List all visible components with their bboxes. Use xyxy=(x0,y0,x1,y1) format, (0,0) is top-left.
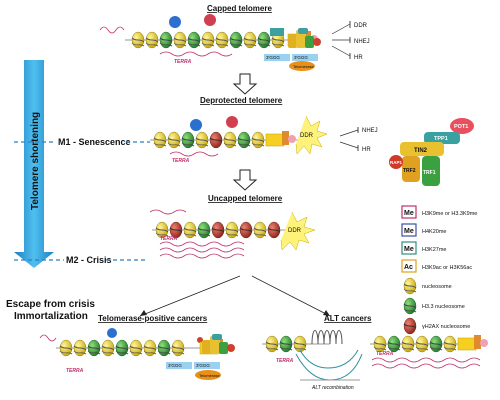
legend-nuc-3: γH2AX nucleosome xyxy=(422,324,470,330)
trf1-label: TRF1 xyxy=(423,170,436,176)
legend-nucleosome: nucleosome xyxy=(403,277,452,295)
trf2-label: TRF2 xyxy=(403,168,416,174)
tp-repeat-1: 3'GGG xyxy=(168,363,182,368)
legend-text-3: H3K27me xyxy=(422,247,446,253)
rap1-label: RAP1 xyxy=(390,160,403,165)
legend-nuc-2: H3.3 nucleosome xyxy=(422,304,465,310)
capped-nhej: NHEJ xyxy=(354,39,370,45)
tin2-label: TIN2 xyxy=(414,148,428,154)
telomere-shortening-arrow: Telomere shortening xyxy=(14,60,54,268)
branch-arrow-left xyxy=(139,275,241,317)
tp-repeat-2: 3'GGG xyxy=(196,363,210,368)
capped-hr: HR xyxy=(354,55,363,61)
uncapped-telomere: Uncapped telomere DDR TERRA xyxy=(149,194,316,259)
shortening-label: Telomere shortening xyxy=(30,112,41,210)
legend: Me H3K9me or H3.3K9me Me H4K20me Me H3K2… xyxy=(401,205,477,335)
escape-line2: Immortalization xyxy=(14,311,88,322)
shelterin-complex: POT1 TPP1 TIN2 TRF2 TRF1 RAP1 xyxy=(389,118,474,186)
telomerase-positive-title: Telomerase-positive cancers xyxy=(98,314,208,323)
telomerase-positive-cancers: Telomerase-positive cancers TERRA 3'GGG … xyxy=(39,314,235,380)
legend-tag-2: Me xyxy=(404,228,414,235)
capped-repeat-1: 3'GGG xyxy=(266,55,280,60)
legend-item-h3k9me: Me H3K9me or H3.3K9me xyxy=(401,205,477,219)
legend-text-4: H3K9ac or H3K56ac xyxy=(422,265,472,271)
legend-text-2: H4K20me xyxy=(422,229,446,235)
legend-gh2ax-nucleosome: γH2AX nucleosome xyxy=(403,317,470,335)
alt-title: ALT cancers xyxy=(324,314,372,323)
alt-cancers: ALT cancers TERRA ALT recombination TERR… xyxy=(262,314,489,391)
legend-h33-nucleosome: H3.3 nucleosome xyxy=(403,297,465,315)
capped-title: Capped telomere xyxy=(207,4,272,13)
uncapped-title: Uncapped telomere xyxy=(208,194,283,203)
capped-ddr: DDR xyxy=(354,23,368,29)
down-arrow-1 xyxy=(232,73,258,95)
alt-terra-right: TERRA xyxy=(376,351,394,357)
deprotected-title: Deprotected telomere xyxy=(200,96,283,105)
m2-marker: M2 - Crisis xyxy=(14,255,148,265)
capped-telomere: Capped telomere TERRA 3'GGG 3'GGG Telome… xyxy=(99,4,370,71)
branch-arrow-right xyxy=(251,275,331,317)
capped-terra: TERRA xyxy=(174,59,192,65)
legend-tag-1: Me xyxy=(404,210,414,217)
legend-item-h4k20me: Me H4K20me xyxy=(401,223,446,237)
legend-text-1: H3K9me or H3.3K9me xyxy=(422,211,477,217)
deprotected-terra: TERRA xyxy=(172,158,190,164)
legend-item-h3k27me: Me H3K27me xyxy=(401,241,446,255)
escape-line1: Escape from crisis xyxy=(6,299,95,310)
pot1-label: POT1 xyxy=(454,124,468,130)
alt-terra-left: TERRA xyxy=(276,358,294,364)
deprotected-ddr: DDR xyxy=(300,133,314,139)
tpp1-label: TPP1 xyxy=(434,136,448,142)
deprotected-hr: HR xyxy=(362,147,371,153)
legend-tag-4: Ac xyxy=(404,264,413,271)
m2-label: M2 - Crisis xyxy=(66,255,112,265)
deprotected-nhej: NHEJ xyxy=(362,128,378,134)
capped-telomerase: Telomerase xyxy=(293,64,314,69)
tp-telomerase: Telomerase xyxy=(199,373,220,378)
capped-repeat-2: 3'GGG xyxy=(294,55,308,60)
legend-nuc-1: nucleosome xyxy=(422,284,452,290)
m1-label: M1 - Senescence xyxy=(58,137,131,147)
telomerase-positive-terra: TERRA xyxy=(66,368,84,374)
uncapped-ddr: DDR xyxy=(288,228,302,234)
legend-tag-3: Me xyxy=(404,246,414,253)
deprotected-telomere: Deprotected telomere DDR TERRA NHEJ HR xyxy=(150,96,378,164)
alt-recombination-label: ALT recombination xyxy=(311,385,354,391)
m1-marker: M1 - Senescence xyxy=(14,137,150,147)
uncapped-terra: TERRA xyxy=(160,236,178,242)
legend-item-h3k9ac: Ac H3K9ac or H3K56ac xyxy=(401,259,472,273)
down-arrow-2 xyxy=(232,169,258,191)
